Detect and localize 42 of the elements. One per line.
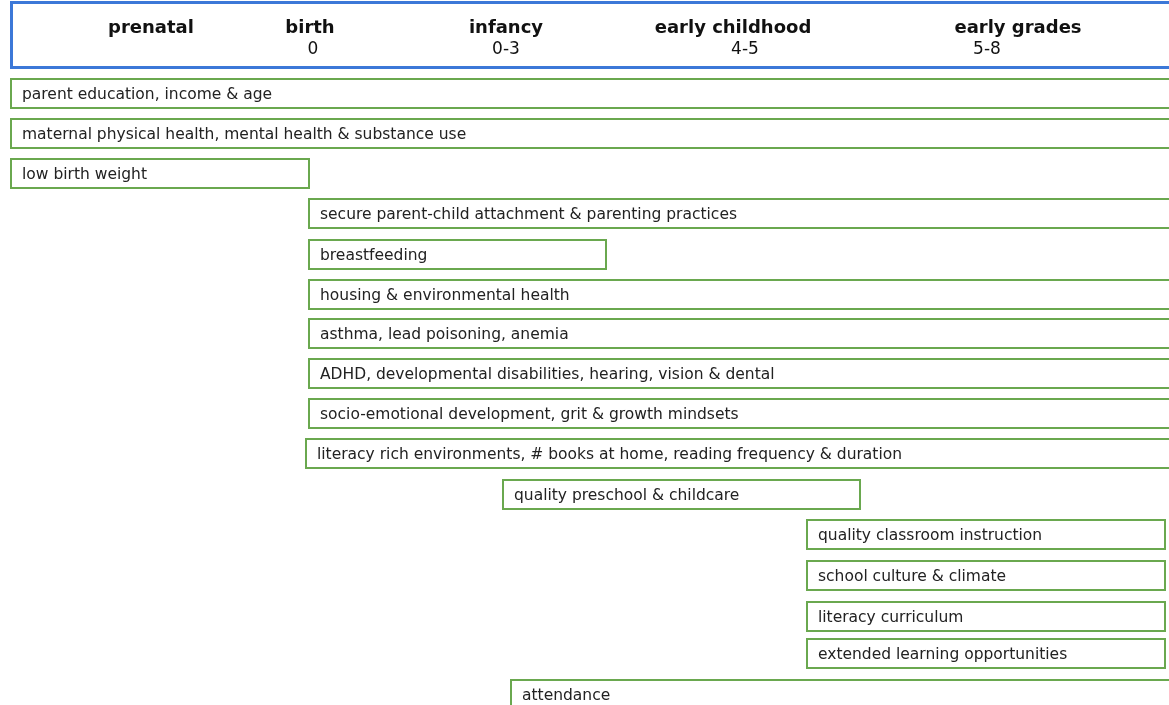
- factor-bar: [308, 358, 1169, 389]
- factor-label: housing & environmental health: [320, 286, 570, 304]
- stage-label: birth: [285, 16, 335, 37]
- factor-label: asthma, lead poisoning, anemia: [320, 325, 569, 343]
- age-label: 5-8: [973, 38, 1001, 58]
- factor-bar: [806, 638, 1166, 669]
- factor-bar: [806, 601, 1166, 632]
- factor-bar: [806, 560, 1166, 591]
- factor-bar: [806, 519, 1166, 550]
- age-label: 4-5: [731, 38, 759, 58]
- factor-label: socio-emotional development, grit & growth mindsets: [320, 405, 739, 423]
- factor-label: extended learning opportunities: [818, 645, 1068, 663]
- factor-bar: [308, 318, 1169, 349]
- timeline-header: [10, 1, 1169, 69]
- age-label: 0: [307, 38, 319, 58]
- stage-label: early childhood: [654, 16, 812, 37]
- factor-label: secure parent-child attachment & parenting practices: [320, 205, 737, 223]
- factor-label: ADHD, developmental disabilities, hearing, vision & dental: [320, 365, 775, 383]
- factor-label: literacy rich environments, # books at home, reading frequency & duration: [317, 445, 903, 463]
- age-label: 0-3: [492, 38, 520, 58]
- factor-bar: [305, 438, 1169, 469]
- stage-label: early grades: [954, 16, 1082, 37]
- factor-bar: [308, 398, 1169, 429]
- factor-label: literacy curriculum: [818, 608, 964, 626]
- factor-label: school culture & climate: [818, 567, 1007, 585]
- stage-label: infancy: [468, 16, 544, 37]
- factor-label: low birth weight: [22, 165, 147, 183]
- factor-bar: [502, 479, 861, 510]
- factor-bar: [10, 158, 310, 189]
- factor-label: attendance: [522, 686, 611, 704]
- factor-bar: [308, 279, 1169, 310]
- factor-label: maternal physical health, mental health & substance use: [22, 125, 467, 143]
- stage-label: prenatal: [108, 16, 194, 37]
- factor-label: quality classroom instruction: [818, 526, 1043, 544]
- factor-bar: [10, 78, 1169, 109]
- factor-label: quality preschool & childcare: [514, 486, 740, 504]
- factor-label: breastfeeding: [320, 246, 428, 264]
- factor-label: parent education, income & age: [22, 85, 273, 103]
- factor-bar: [308, 198, 1169, 229]
- factor-bar: [10, 118, 1169, 149]
- factor-bar: [510, 679, 1169, 705]
- factor-bar: [308, 239, 607, 270]
